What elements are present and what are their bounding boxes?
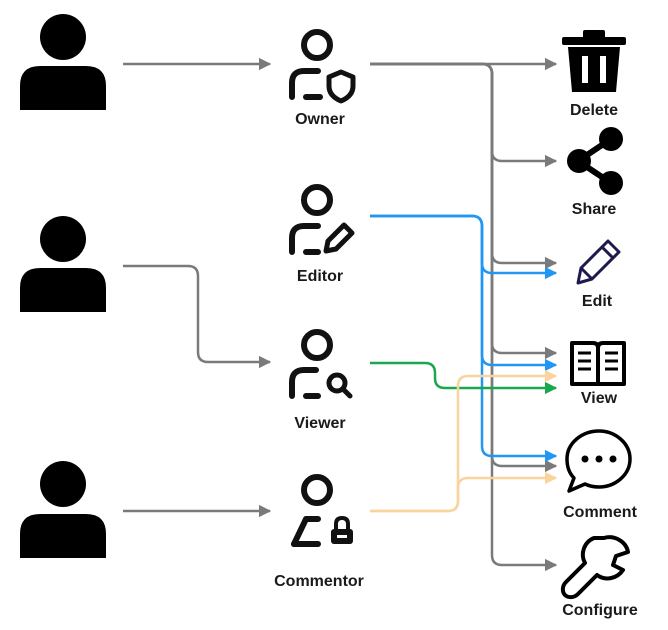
shield-icon xyxy=(326,69,356,104)
arrow-owner-to-edit xyxy=(370,62,558,270)
trash-icon xyxy=(562,30,626,92)
lock-icon xyxy=(334,516,350,532)
role-label-viewer: Viewer xyxy=(294,415,345,432)
user-2-icon xyxy=(20,216,106,312)
role-label-commentor: Commentor xyxy=(274,573,364,590)
role-label-editor: Editor xyxy=(297,268,343,285)
permission-label-share: Share xyxy=(572,201,617,218)
arrow-editor-to-comment xyxy=(370,214,558,463)
wrench-icon xyxy=(560,535,630,600)
user-1-icon xyxy=(20,14,106,110)
share-icon xyxy=(567,127,623,195)
editor-role-icon xyxy=(289,184,355,255)
arrow-viewer-to-view xyxy=(370,361,558,395)
arrow-editor-to-edit xyxy=(370,214,558,280)
edit-pencil-icon xyxy=(576,239,621,285)
role-label-owner: Owner xyxy=(295,111,345,128)
permission-label-edit: Edit xyxy=(582,293,613,310)
pencil-icon xyxy=(323,222,355,254)
viewer-role-icon xyxy=(289,329,353,399)
arrow-commentor-to-view xyxy=(370,369,558,513)
arrow-owner-to-configure xyxy=(370,62,558,572)
arrow-commentor-to-comment xyxy=(370,471,558,513)
arrow-editor-to-view xyxy=(370,214,558,372)
arrow-user-2-to-viewer xyxy=(123,264,272,369)
owner-role-icon xyxy=(289,29,356,104)
commentor-role-icon xyxy=(291,474,353,547)
permission-label-comment: Comment xyxy=(563,504,637,521)
permission-label-delete: Delete xyxy=(570,102,618,119)
arrow-owner-to-share xyxy=(370,62,558,168)
arrow-owner-to-comment xyxy=(370,62,558,473)
arrow-owner-to-view xyxy=(370,62,558,360)
magnifier-icon xyxy=(326,372,348,394)
permission-label-configure: Configure xyxy=(562,602,638,619)
permission-label-view: View xyxy=(581,390,618,407)
comment-bubble-icon xyxy=(565,429,632,493)
connectors xyxy=(123,57,558,572)
book-icon xyxy=(570,341,626,386)
user-3-icon xyxy=(20,461,106,558)
